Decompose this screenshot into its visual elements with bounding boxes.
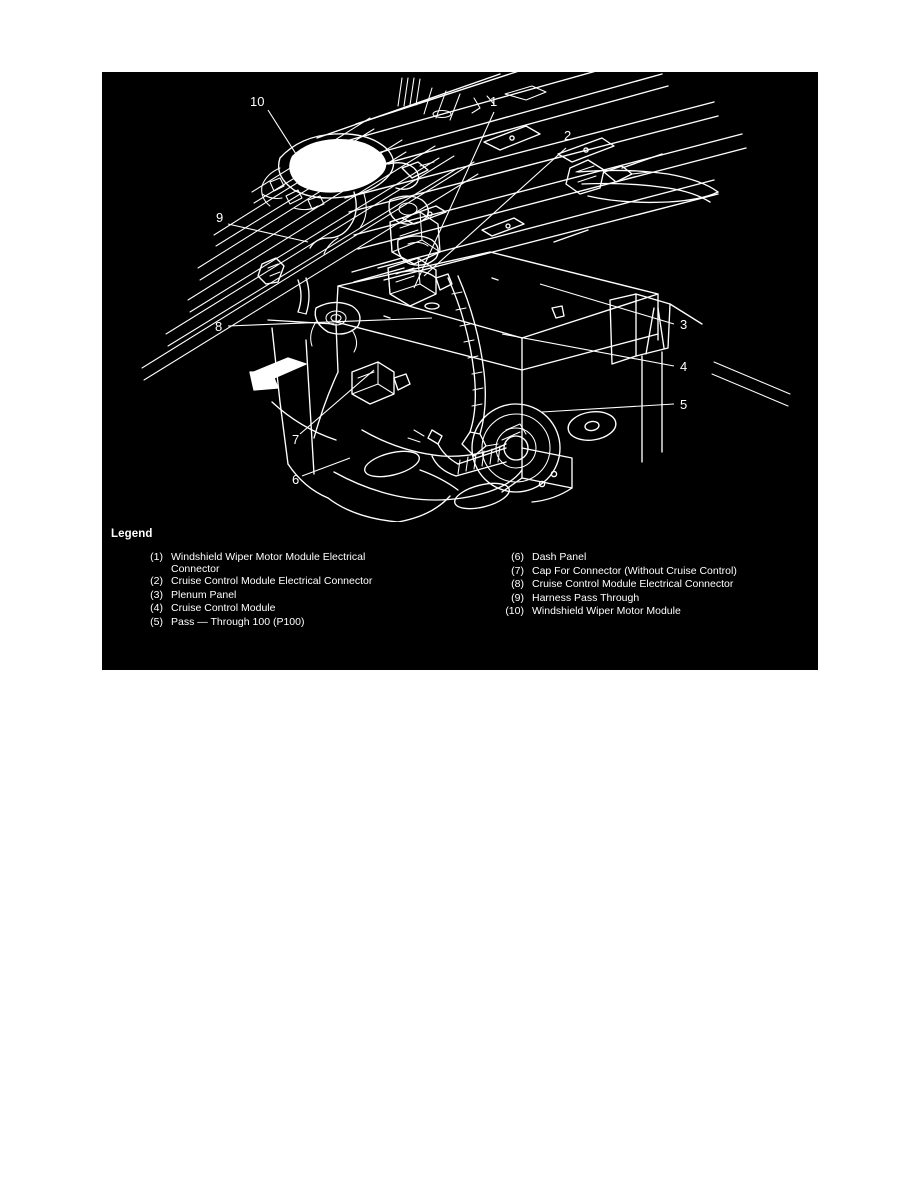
conduit-ribs bbox=[457, 445, 501, 475]
legend-item: (1) Windshield Wiper Motor Module Electr… bbox=[135, 551, 475, 575]
legend-item-number: (4) bbox=[150, 602, 163, 615]
callout-10: 10 bbox=[250, 94, 264, 109]
callout-numbers: 10 9 8 7 6 1 2 3 4 5 bbox=[215, 94, 687, 487]
legend-item: (4) Cruise Control Module bbox=[135, 602, 475, 616]
legend-item-label: Cap For Connector (Without Cruise Contro… bbox=[532, 564, 737, 577]
legend-item-number: (5) bbox=[150, 615, 163, 628]
legend-item-number: (1) bbox=[150, 551, 163, 563]
callout-2: 2 bbox=[564, 128, 571, 143]
legend-item-label: Harness Pass Through bbox=[532, 591, 640, 604]
harness-pass-through bbox=[257, 257, 310, 315]
dash-bracket bbox=[501, 447, 573, 503]
legend-item-number: (3) bbox=[150, 588, 163, 601]
callout-5: 5 bbox=[680, 397, 687, 412]
legend-item-number: (7) bbox=[511, 564, 524, 577]
legend-item-number: (2) bbox=[150, 575, 163, 588]
legend-item-label: Cruise Control Module bbox=[171, 602, 276, 615]
legend-item-label: Plenum Panel bbox=[171, 588, 237, 601]
callout-7: 7 bbox=[292, 432, 299, 447]
callout-1: 1 bbox=[490, 94, 497, 109]
legend-item: (2) Cruise Control Module Electrical Con… bbox=[135, 575, 475, 589]
plenum-ledge bbox=[401, 125, 663, 243]
callout-9: 9 bbox=[216, 210, 223, 225]
legend-item-number: (8) bbox=[511, 578, 524, 591]
cowl-vent-detail bbox=[397, 77, 547, 121]
callout-8: 8 bbox=[215, 319, 222, 334]
legend-item: (5) Pass — Through 100 (P100) bbox=[135, 616, 475, 630]
legend-item-label: Cruise Control Module Electrical Connect… bbox=[532, 578, 734, 591]
legend-item: (9) Harness Pass Through bbox=[490, 592, 815, 606]
connector-bank bbox=[501, 361, 791, 441]
legend-item-label: Dash Panel bbox=[532, 551, 587, 563]
plenum-right-bracket bbox=[609, 293, 703, 463]
legend-item-label: Cruise Control Module Electrical Connect… bbox=[171, 575, 373, 588]
legend-item: (10) Windshield Wiper Motor Module bbox=[490, 605, 815, 619]
illustration-linework: 10 9 8 7 6 1 2 3 4 5 bbox=[141, 72, 791, 522]
legend-title: Legend bbox=[111, 528, 153, 540]
legend-item: (7) Cap For Connector (Without Cruise Co… bbox=[490, 565, 815, 579]
callout-3: 3 bbox=[680, 317, 687, 332]
legend-item-label: Pass — Through 100 (P100) bbox=[171, 615, 305, 628]
legend-column-right: (6) Dash Panel (7) Cap For Connector (Wi… bbox=[490, 551, 815, 619]
cruise-harness bbox=[447, 275, 499, 457]
wiper-motor-module bbox=[261, 133, 435, 255]
legend-item: (3) Plenum Panel bbox=[135, 589, 475, 603]
figure-panel: 10 9 8 7 6 1 2 3 4 5 Legend (1) Win bbox=[102, 72, 818, 670]
legend-item: (8) Cruise Control Module Electrical Con… bbox=[490, 578, 815, 592]
callout-4: 4 bbox=[680, 359, 687, 374]
legend-item-number: (10) bbox=[505, 605, 524, 618]
leader-lines bbox=[227, 109, 675, 477]
direction-arrow-icon bbox=[249, 357, 307, 391]
legend-item-label: Windshield Wiper Motor Module Electrical… bbox=[171, 551, 366, 575]
cowl-ribs bbox=[141, 117, 479, 381]
p100-grommet bbox=[407, 403, 561, 493]
legend-item-number: (6) bbox=[511, 551, 524, 563]
plenum-panel bbox=[335, 251, 659, 479]
legend-item: (6) Dash Panel bbox=[490, 551, 815, 565]
harness-ribs bbox=[451, 291, 484, 407]
dash-panel bbox=[267, 319, 523, 522]
legend-column-left: (1) Windshield Wiper Motor Module Electr… bbox=[135, 551, 475, 630]
legend: Legend (1) Windshield Wiper Motor Module… bbox=[102, 522, 818, 670]
component-locator-illustration: 10 9 8 7 6 1 2 3 4 5 bbox=[102, 72, 818, 522]
plenum-hole bbox=[567, 411, 617, 441]
wiper-arm-fragment bbox=[565, 159, 719, 204]
legend-item-number: (9) bbox=[511, 591, 524, 604]
legend-item-label: Windshield Wiper Motor Module bbox=[532, 605, 681, 618]
callout-6: 6 bbox=[292, 472, 299, 487]
